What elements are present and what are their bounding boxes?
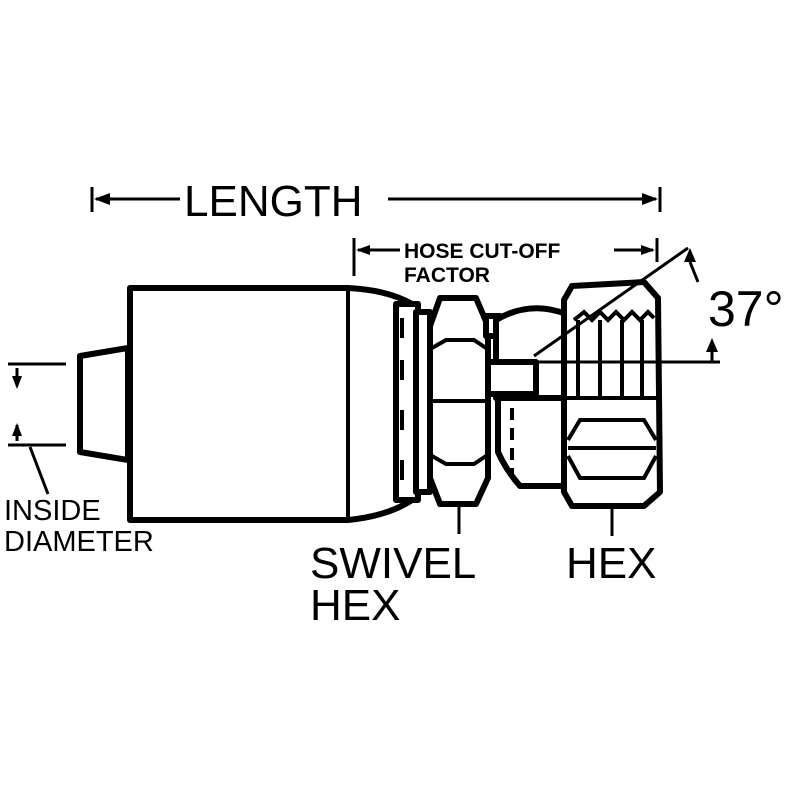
hose-cutoff-label-line1: HOSE CUT-OFF xyxy=(404,240,561,263)
connector-neck xyxy=(483,305,575,489)
length-label: LENGTH xyxy=(184,177,362,226)
angle-arrow-bottom xyxy=(706,338,718,352)
length-arrow-left xyxy=(94,193,110,205)
stem-tube xyxy=(485,359,539,397)
nipple-band xyxy=(393,301,433,503)
hose-cutoff-label-line2: FACTOR xyxy=(404,264,490,287)
cutoff-arrow-right xyxy=(641,245,655,255)
length-dimension: LENGTH xyxy=(90,177,662,226)
length-arrow-right xyxy=(642,193,658,205)
inside-diameter-label-line2: DIAMETER xyxy=(4,526,154,558)
angle-arrow-top xyxy=(684,248,696,262)
hex-flat-bottom xyxy=(566,455,658,480)
hex-flat-top xyxy=(566,418,658,442)
swivel-hex-flat-bottom xyxy=(431,454,488,466)
neck-lower-body xyxy=(495,395,575,489)
socket xyxy=(127,285,415,523)
hose-stub xyxy=(77,345,131,463)
hose-stub-shape xyxy=(77,345,131,463)
inside-diameter-label-line1: INSIDE xyxy=(4,495,101,527)
angle-leader-top xyxy=(688,261,700,283)
swivel-hex: SWIVEL HEX xyxy=(310,295,491,630)
angle-label: 37° xyxy=(708,281,784,337)
angle-dimension: 37° xyxy=(526,246,784,364)
hex-label: HEX xyxy=(566,539,656,588)
hose-cutoff-dimension: HOSE CUT-OFF FACTOR xyxy=(352,238,659,287)
cutoff-arrow-left xyxy=(356,245,370,255)
id-leader xyxy=(28,446,50,495)
id-arrow-bottom xyxy=(12,423,22,436)
angle-ray xyxy=(533,246,689,358)
swivel-hex-flat-top xyxy=(431,338,488,350)
id-arrow-top xyxy=(12,376,22,389)
swivel-hex-label-line1: SWIVEL xyxy=(310,539,476,588)
swivel-hex-label-line2: HEX xyxy=(310,581,400,630)
socket-body xyxy=(127,285,415,523)
inside-diameter-dimension: INSIDE DIAMETER xyxy=(4,362,154,558)
female-nut: HEX xyxy=(561,279,663,588)
